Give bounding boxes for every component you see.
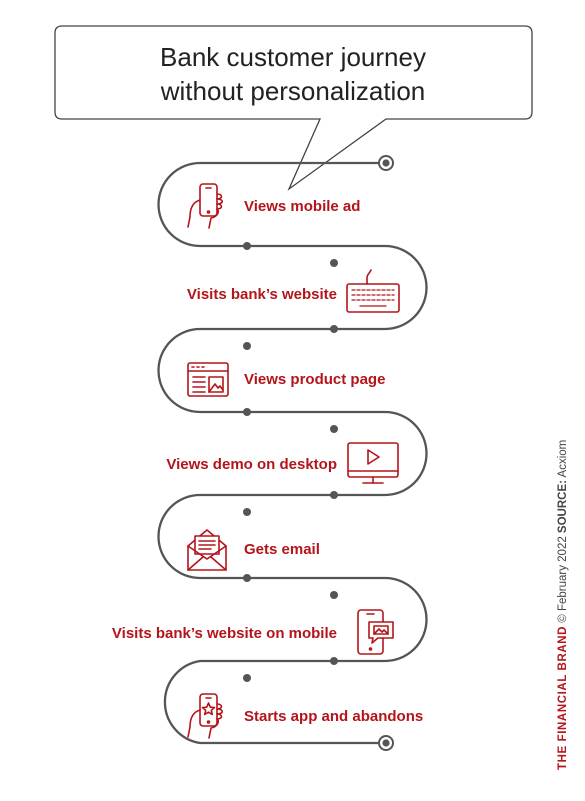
step-label-5: Gets email	[244, 541, 320, 558]
path-dot	[330, 491, 338, 499]
credit-source-label: SOURCE:	[557, 480, 569, 533]
path-dot	[330, 657, 338, 665]
step-label-4: Views demo on desktop	[166, 456, 337, 473]
credit-copyright: © February 2022	[557, 533, 569, 626]
path-dot	[243, 574, 251, 582]
step-label-1: Views mobile ad	[244, 198, 360, 215]
credit-brand: THE FINANCIAL BRAND	[557, 626, 569, 770]
credit-source: Acxiom	[557, 440, 569, 480]
start-terminal	[378, 155, 394, 171]
hand-phone-star-icon	[187, 693, 224, 739]
bubble-title-line1: Bank customer journey	[160, 42, 426, 72]
path-dot	[330, 425, 338, 433]
keyboard-icon	[346, 269, 400, 313]
monitor-play-icon	[347, 442, 399, 484]
journey-path	[157, 161, 428, 745]
envelope-icon	[187, 529, 227, 571]
path-dot	[243, 342, 251, 350]
bubble-title-line2: without personalization	[160, 76, 426, 106]
path-dot	[243, 674, 251, 682]
path-dot	[330, 591, 338, 599]
step-label-6: Visits bank’s website on mobile	[112, 625, 337, 642]
path-dot	[243, 408, 251, 416]
hand-holding-phone-icon	[187, 183, 224, 229]
end-terminal	[378, 735, 394, 751]
path-dot	[243, 508, 251, 516]
step-label-7: Starts app and abandons	[244, 708, 423, 725]
path-dot	[243, 242, 251, 250]
path-dot	[330, 259, 338, 267]
path-dot	[330, 325, 338, 333]
speech-bubble: Bank customer journey without personaliz…	[54, 25, 533, 191]
path-dots	[243, 242, 338, 682]
step-label-2: Visits bank’s website	[187, 286, 337, 303]
step-label-3: Views product page	[244, 371, 385, 388]
phone-chat-icon	[357, 609, 394, 655]
browser-window-icon	[187, 362, 229, 397]
credit-line: THE FINANCIAL BRAND © February 2022 SOUR…	[557, 440, 569, 770]
